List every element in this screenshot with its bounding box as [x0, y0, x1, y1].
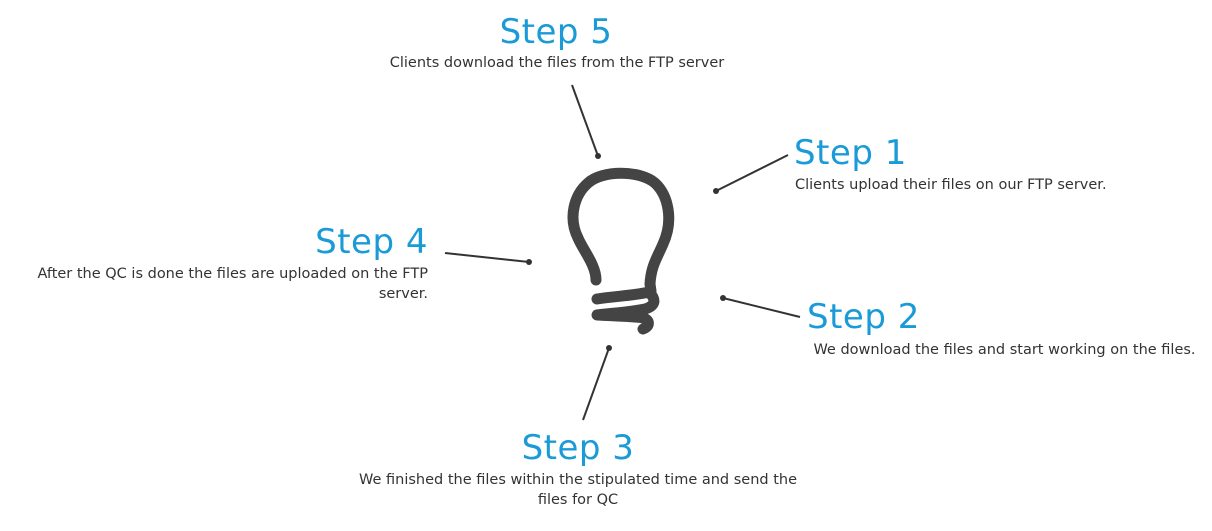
- bulb-thread: [591, 286, 660, 335]
- step-3-title: Step 3: [521, 428, 635, 468]
- connector-dot-step-1: [713, 188, 719, 194]
- bulb-glass: [567, 167, 675, 297]
- connector-step-3: [582, 347, 610, 421]
- connector-dot-step-2: [720, 295, 726, 301]
- connector-step-2: [722, 297, 801, 318]
- connector-step-1: [715, 154, 789, 192]
- connector-step-5: [571, 84, 599, 157]
- lightbulb-icon: [567, 167, 675, 335]
- step-2-title: Step 2: [807, 297, 920, 337]
- step-4-title: Step 4: [315, 222, 428, 262]
- step-3-description: We finished the files within the stipula…: [358, 472, 798, 508]
- connector-dot-step-5: [595, 153, 601, 159]
- connector-dot-step-3: [606, 345, 612, 351]
- step-2-description: We download the files and start working …: [813, 342, 1196, 358]
- step-1-description: Clients upload their files on our FTP se…: [795, 177, 1107, 193]
- step-5-title: Step 5: [499, 12, 613, 52]
- step-4-description: After the QC is done the files are uploa…: [37, 266, 428, 302]
- step-5-description: Clients download the files from the FTP …: [389, 55, 725, 71]
- connector-step-4: [444, 252, 530, 263]
- step-1-title: Step 1: [794, 133, 907, 173]
- connector-dot-step-4: [526, 259, 532, 265]
